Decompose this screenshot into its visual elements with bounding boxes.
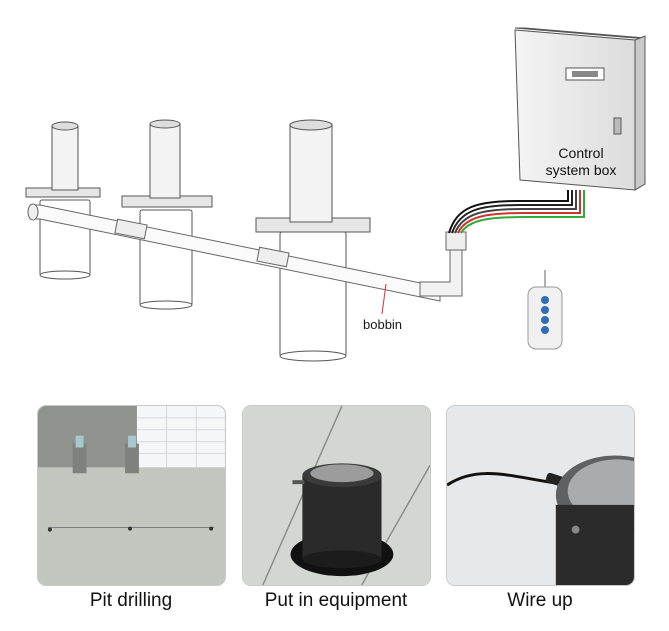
control-box-label: Control system box [526, 145, 636, 179]
caption-wire-up: Wire up [507, 590, 573, 611]
wire-up-image [447, 406, 634, 585]
conduit-pipe [27, 203, 467, 302]
remote-control-icon [527, 270, 563, 350]
photo-pit-drilling [37, 405, 226, 586]
bollard-3 [255, 119, 371, 362]
bollard-1 [25, 121, 101, 280]
control-system-box [514, 27, 646, 191]
put-in-equipment-image [243, 406, 430, 585]
bobbin-pointer-line [381, 283, 387, 315]
bollard-2 [121, 119, 213, 310]
control-box-label-line2: system box [545, 162, 617, 178]
control-box-label-line1: Control [558, 145, 604, 161]
pit-drilling-image [38, 406, 225, 585]
caption-pit-drilling: Pit drilling [89, 590, 173, 611]
photo-put-in-equipment [242, 405, 431, 586]
control-cables [448, 190, 585, 234]
bobbin-label: bobbin [363, 317, 403, 332]
bollard-wiring-diagram [25, 27, 646, 362]
photo-wire-up [446, 405, 635, 586]
caption-put-in-equipment: Put in equipment [264, 590, 408, 611]
